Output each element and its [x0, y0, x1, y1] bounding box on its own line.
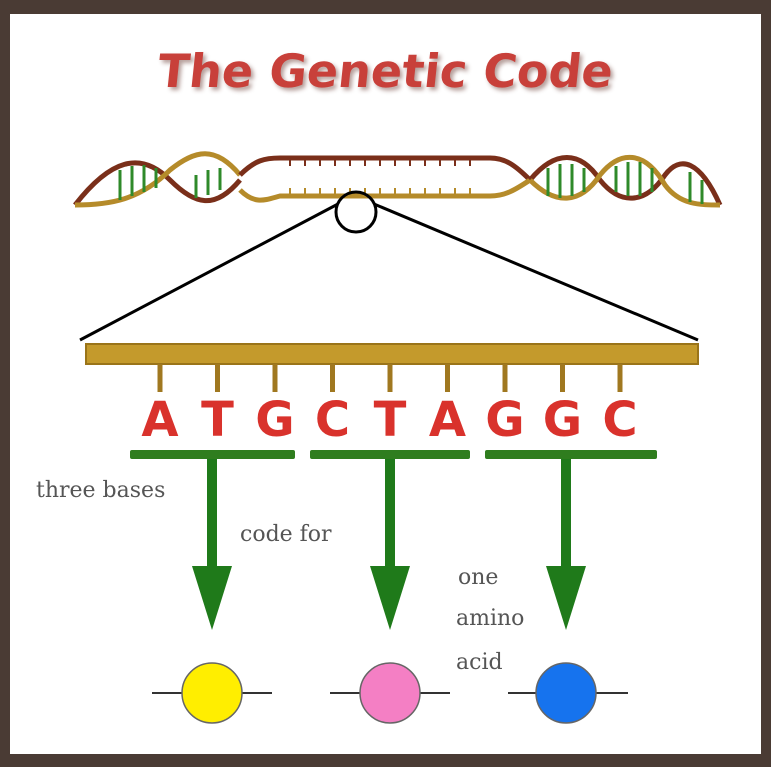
codon-bar-3: [485, 450, 657, 459]
caption-acid: acid: [456, 650, 503, 675]
pink-circle-icon: [360, 663, 420, 723]
codon-bar-2: [310, 450, 470, 459]
base-letter: A: [141, 392, 178, 448]
arrow-down-icon: [546, 459, 586, 630]
base-letter: C: [315, 392, 350, 448]
base-letter: G: [485, 392, 524, 448]
codon-bar-1: [130, 450, 295, 459]
base-letter: T: [374, 392, 407, 448]
dna-backbone-bar: [86, 344, 698, 392]
arrow-down-icon: [370, 459, 410, 630]
caption-one: one: [458, 565, 498, 590]
dna-helix-icon: [75, 154, 720, 205]
base-letter: C: [602, 392, 637, 448]
arrow-down-icon: [192, 459, 232, 630]
base-letter: G: [255, 392, 294, 448]
zoom-magnifier-icon: [80, 192, 698, 340]
caption-amino: amino: [456, 606, 524, 631]
caption-code-for: code for: [240, 522, 332, 547]
codon-bars: [130, 450, 657, 459]
amino-acid-chain: [152, 663, 628, 723]
base-letter: G: [543, 392, 582, 448]
base-letter: A: [429, 392, 466, 448]
caption-three-bases: three bases: [36, 478, 165, 503]
blue-circle-icon: [536, 663, 596, 723]
base-letter: T: [201, 392, 234, 448]
yellow-circle-icon: [182, 663, 242, 723]
